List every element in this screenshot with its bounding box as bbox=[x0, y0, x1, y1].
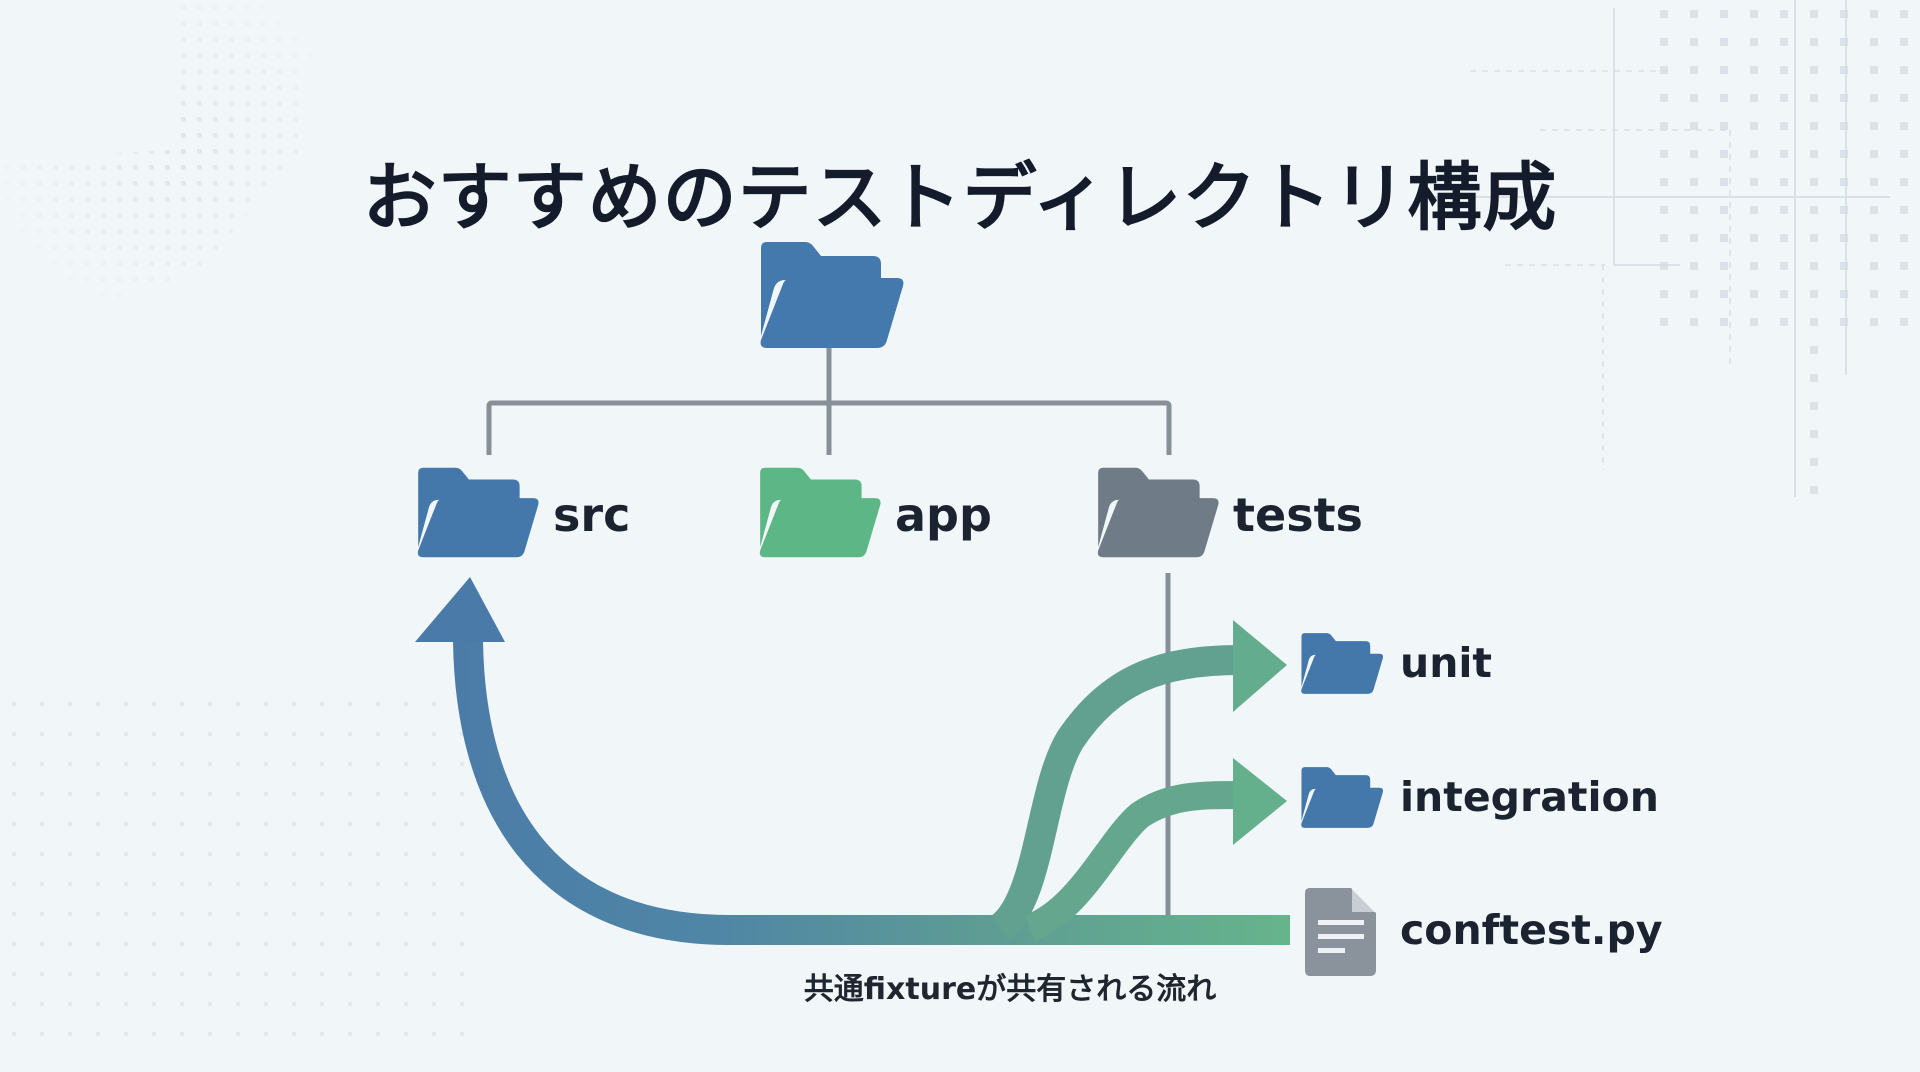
unit-label[interactable]: unit bbox=[1400, 639, 1493, 687]
branch-connector bbox=[486, 400, 1172, 455]
integration-folder-icon[interactable] bbox=[1301, 767, 1384, 828]
src-label[interactable]: src bbox=[553, 488, 631, 542]
page-title: おすすめのテストディレクトリ構成 bbox=[362, 154, 1558, 241]
flow-arrow-to-integration bbox=[1024, 781, 1241, 942]
tree-connectors bbox=[486, 345, 1200, 918]
app-folder-icon[interactable] bbox=[759, 467, 881, 558]
integration-label[interactable]: integration bbox=[1400, 773, 1659, 821]
flow-arrow-to-src bbox=[453, 639, 1290, 945]
tests-folder-icon[interactable] bbox=[1097, 467, 1219, 558]
fixture-flow-arrows bbox=[415, 577, 1290, 945]
root-folder-icon[interactable] bbox=[760, 242, 904, 348]
arrowhead-src bbox=[415, 577, 505, 642]
src-folder-icon[interactable] bbox=[417, 467, 539, 558]
conftest-label[interactable]: conftest.py bbox=[1400, 906, 1663, 954]
flow-arrow-to-unit bbox=[990, 645, 1241, 941]
flow-caption: 共通fixtureが共有される流れ bbox=[803, 972, 1217, 1007]
conftest-document-icon[interactable] bbox=[1305, 887, 1377, 976]
unit-folder-icon[interactable] bbox=[1301, 633, 1384, 694]
app-label[interactable]: app bbox=[895, 488, 992, 542]
arrowhead-integration bbox=[1233, 758, 1287, 845]
tests-label[interactable]: tests bbox=[1233, 488, 1363, 542]
arrowhead-unit bbox=[1233, 620, 1287, 712]
